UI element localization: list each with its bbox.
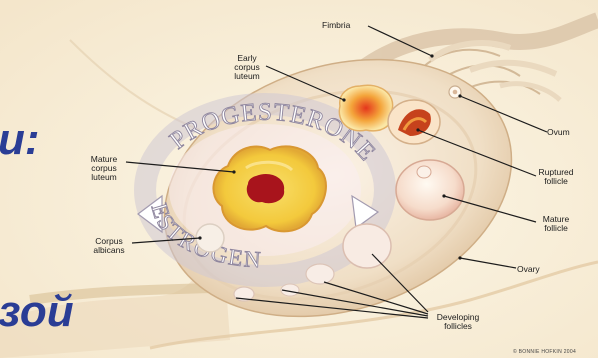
label-early-corpus-luteum: Early corpus luteum [229, 54, 265, 81]
slide-text-fragment-top: и: [0, 118, 40, 162]
early-corpus-luteum-shape [339, 85, 392, 131]
mature-corpus-luteum-core [247, 174, 284, 203]
label-fimbria: Fimbria [322, 21, 350, 30]
label-corpus-albicans: Corpus albicans [86, 237, 132, 255]
developing-follicle-2 [306, 264, 334, 284]
developing-follicle-1 [343, 224, 391, 268]
slide-text-fragment-bottom: зой [0, 290, 74, 334]
label-mature-follicle: Mature follicle [537, 215, 575, 233]
label-ovary: Ovary [517, 265, 540, 274]
label-ruptured-follicle: Ruptured follicle [536, 168, 576, 186]
label-ovum: Ovum [547, 128, 570, 137]
label-developing-follicles: Developing follicles [430, 313, 486, 331]
label-mature-corpus-luteum: Mature corpus luteum [84, 155, 124, 182]
illustration-credit: © BONNIE HOFKIN 2004 [513, 349, 576, 355]
